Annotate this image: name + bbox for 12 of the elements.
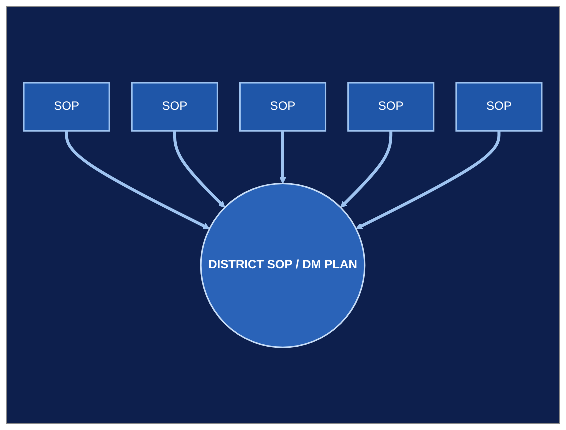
node-box bbox=[239, 82, 327, 132]
arrow bbox=[280, 130, 286, 184]
node-box bbox=[456, 82, 543, 132]
node-box bbox=[131, 82, 218, 132]
node-circle bbox=[200, 182, 366, 348]
node-box bbox=[23, 82, 110, 132]
arrow bbox=[356, 130, 501, 229]
arrow bbox=[173, 130, 226, 208]
diagram: SOP DISTRICT SOP / DM PLAN SOP SOP SOP SOP bbox=[18, 76, 548, 354]
arrow bbox=[340, 130, 393, 208]
node-box bbox=[348, 82, 435, 132]
arrow bbox=[65, 130, 210, 229]
